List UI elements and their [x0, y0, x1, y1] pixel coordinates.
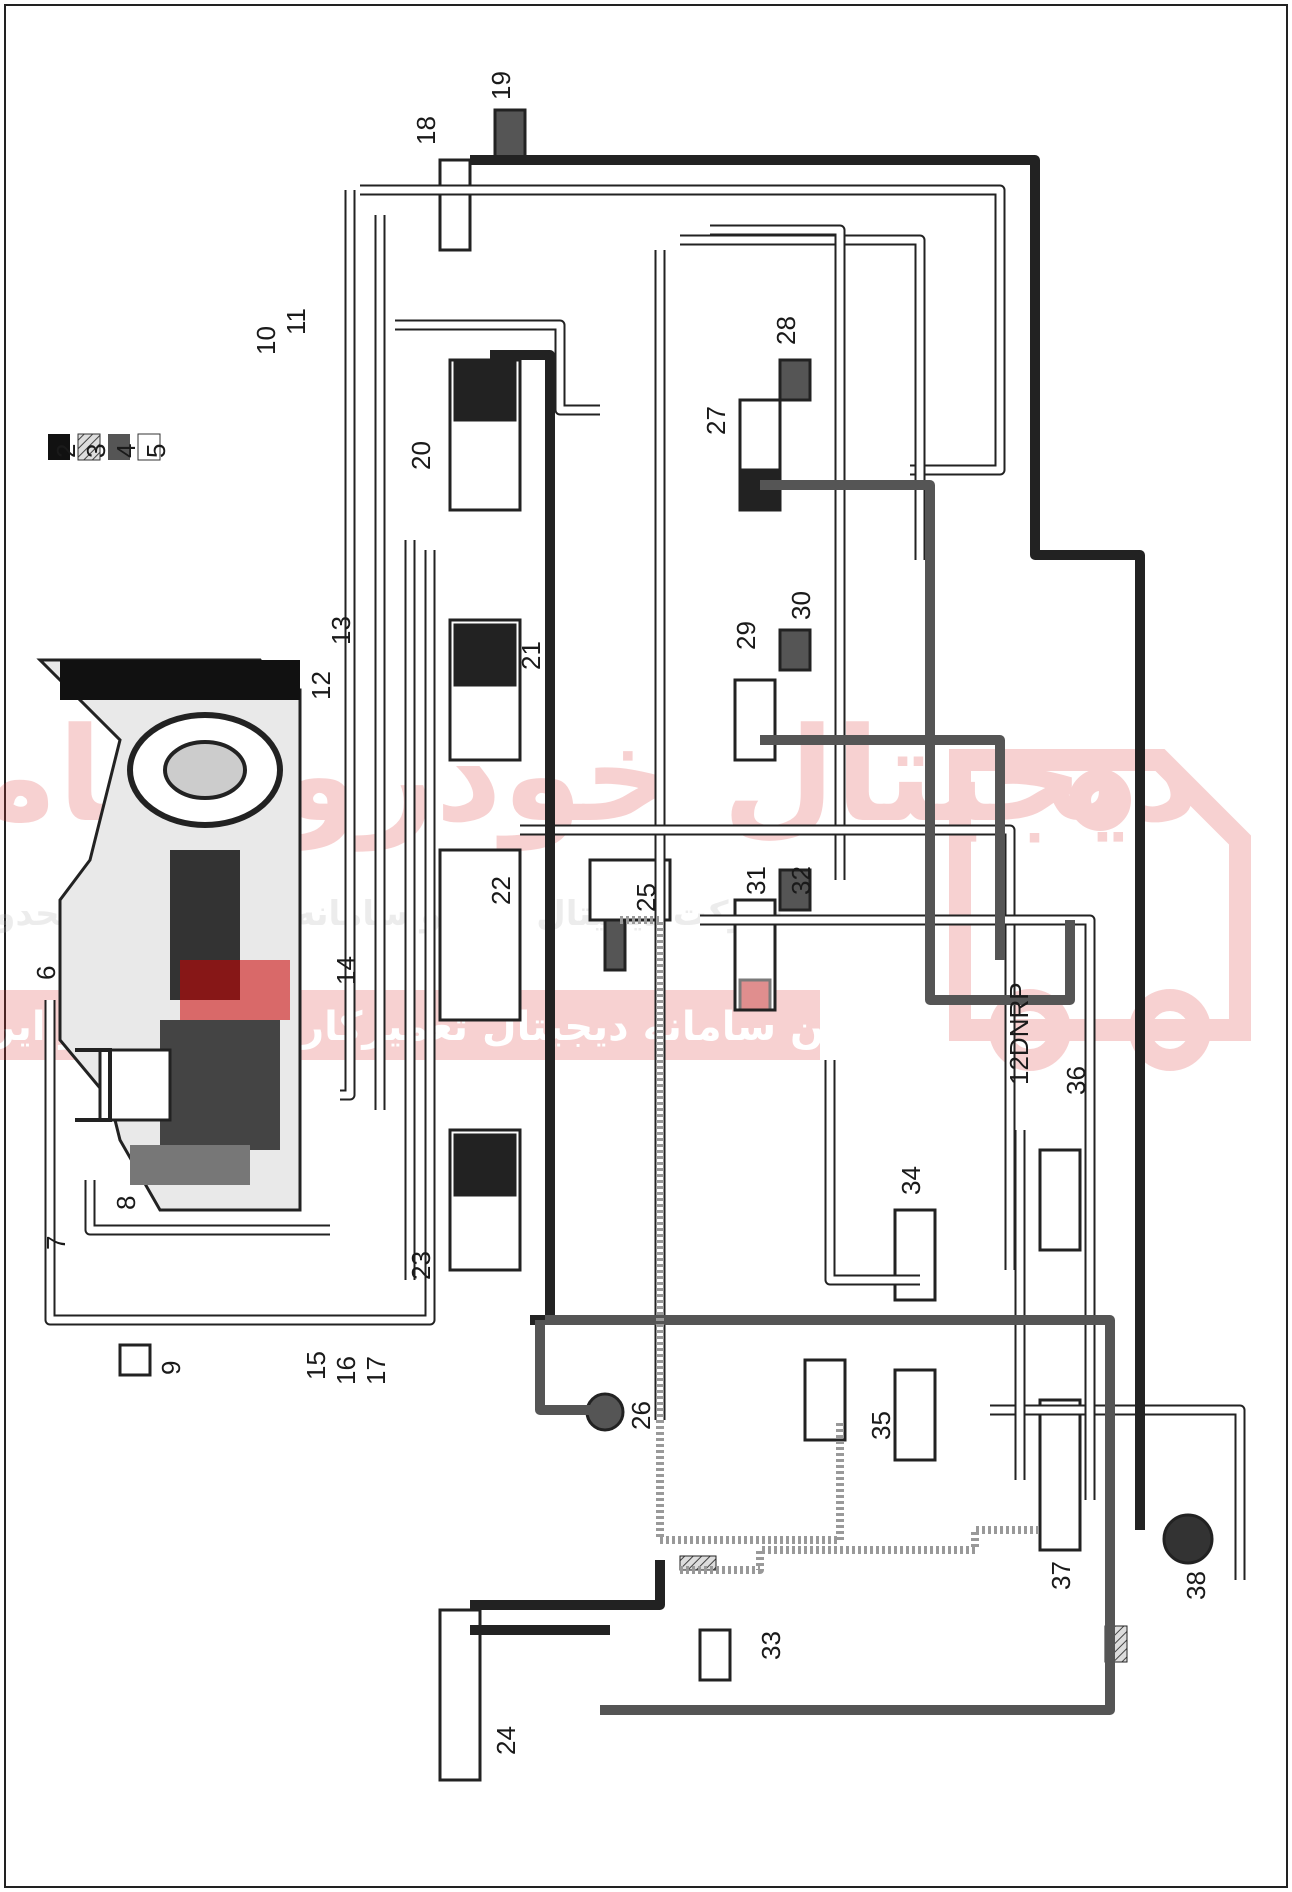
label-15: 15	[301, 1351, 331, 1380]
label-25: 25	[631, 883, 661, 912]
label-20: 20	[406, 441, 436, 470]
label-35: 35	[866, 1411, 896, 1440]
lines-hatched	[620, 916, 1040, 1574]
label-10: 10	[251, 326, 281, 355]
label-24: 24	[491, 1726, 521, 1755]
valve-36	[1038, 1148, 1082, 1252]
label-28: 28	[771, 316, 801, 345]
legend-swatch-2	[48, 434, 70, 460]
transmission-assembly	[36, 658, 302, 1212]
solenoid-33	[698, 1628, 732, 1682]
label-38: 38	[1181, 1571, 1211, 1600]
valve-25-spring	[603, 918, 627, 972]
valves	[438, 158, 1082, 1782]
label-19: 19	[486, 71, 516, 100]
accumulator-26	[585, 1392, 625, 1432]
label-26: 26	[626, 1401, 656, 1430]
label-27: 27	[701, 406, 731, 435]
label-2: 2	[51, 444, 81, 458]
label-22: 22	[486, 876, 516, 905]
label-30: 30	[786, 591, 816, 620]
valve-22	[438, 848, 522, 1022]
label-23: 23	[406, 1251, 436, 1280]
label-29: 29	[731, 621, 761, 650]
label-31: 31	[741, 866, 771, 895]
valve-21-plug	[453, 623, 517, 687]
label-37: 37	[1046, 1561, 1076, 1590]
spring-6	[75, 1048, 112, 1122]
label-34: 34	[896, 1166, 926, 1195]
label-36: 36	[1061, 1066, 1091, 1095]
legend-swatch-5	[137, 433, 161, 461]
label-8: 8	[111, 1196, 141, 1210]
label-6: 6	[31, 966, 61, 980]
reservoir	[803, 1358, 847, 1442]
torque-converter-hub	[163, 740, 247, 800]
reference-labels: 2 3 4 5 6 7 8 9 10 11 12 13 14 15 16 17 …	[31, 71, 1211, 1755]
solenoids	[118, 108, 812, 1682]
legend-swatch-4	[108, 434, 130, 460]
label-4: 4	[111, 444, 141, 458]
label-33: 33	[756, 1631, 786, 1660]
valve-24	[438, 1608, 482, 1782]
solenoid-19	[493, 108, 527, 162]
label-12: 12	[306, 671, 336, 700]
label-21: 21	[516, 641, 546, 670]
valve-18	[438, 158, 472, 252]
legend	[48, 433, 161, 461]
clutch-pack-red	[180, 960, 290, 1020]
valve-29	[733, 678, 777, 762]
watermark-car-icon	[949, 749, 1251, 1071]
sensor-9	[118, 1343, 152, 1377]
label-16: 16	[331, 1356, 361, 1385]
diagram-frame	[4, 4, 1288, 1888]
valve-23-plug	[453, 1133, 517, 1197]
selector-positions: 12DNRP	[1004, 982, 1034, 1085]
solenoid-30	[778, 628, 812, 672]
valve-20-plug	[453, 358, 517, 422]
solenoid-28	[778, 358, 812, 402]
lines-open	[44, 184, 1246, 1580]
label-17: 17	[361, 1356, 391, 1385]
label-13: 13	[326, 616, 356, 645]
label-18: 18	[411, 116, 441, 145]
lines-regulated	[535, 480, 1115, 1715]
label-3: 3	[81, 444, 111, 458]
gear-set	[160, 1020, 280, 1150]
oil-pump-38	[1162, 1513, 1214, 1565]
valve-31-plug	[738, 978, 772, 1012]
housing-top-band	[60, 660, 300, 700]
valve-34	[893, 1208, 937, 1302]
label-32: 32	[786, 866, 816, 895]
output-shaft	[130, 1145, 250, 1185]
label-7: 7	[41, 1236, 71, 1250]
valve-37	[1038, 1398, 1082, 1552]
label-11: 11	[281, 308, 311, 335]
label-5: 5	[141, 444, 171, 458]
valve-35	[893, 1368, 937, 1462]
label-9: 9	[156, 1361, 186, 1375]
legend-swatch-3	[77, 433, 101, 461]
solenoid-32	[778, 868, 812, 912]
label-14: 14	[331, 956, 361, 985]
